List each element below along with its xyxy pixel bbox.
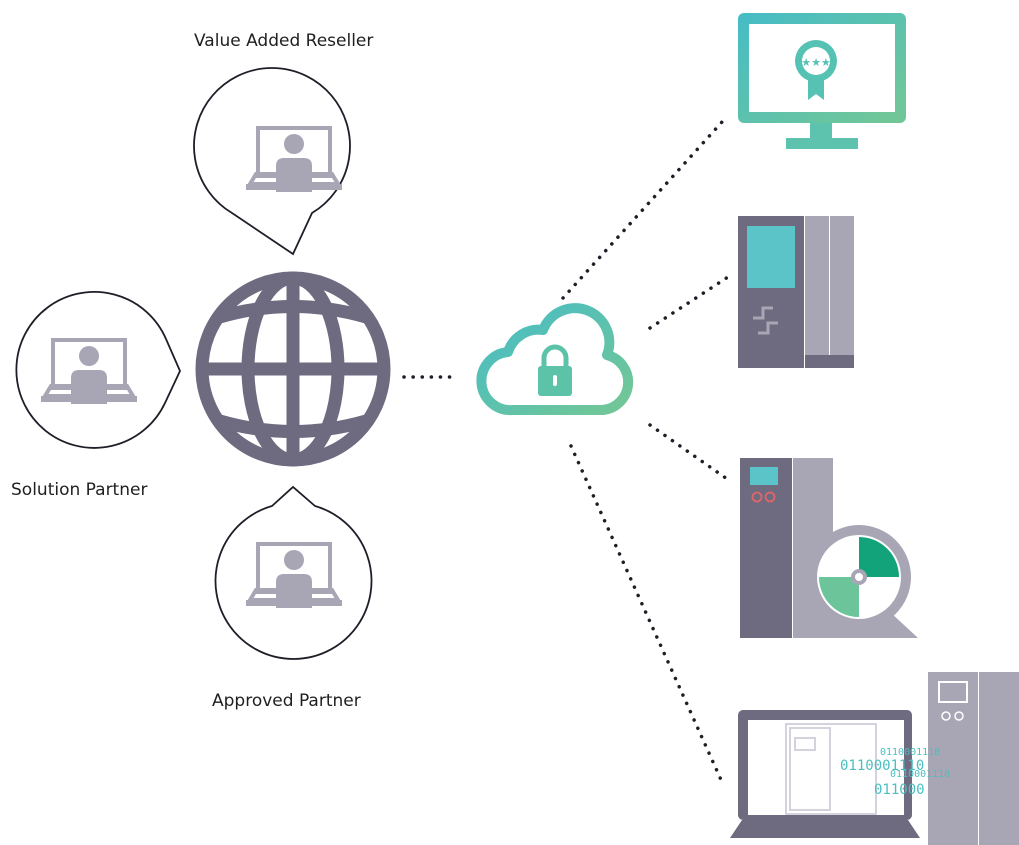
bubble-value-added-reseller — [193, 67, 351, 256]
bubble-approved-partner — [214, 485, 373, 660]
globe-icon — [195, 271, 391, 467]
binary-text-3: 0110001110 — [890, 769, 950, 780]
cloud-lock-icon — [476, 303, 634, 416]
laptop-software-icon: 0110001110 0110001110 0110001110 011000 — [730, 672, 1019, 845]
binary-text-4: 011000 — [874, 782, 925, 798]
label-solution-partner: Solution Partner — [11, 480, 148, 500]
controller-icon — [738, 216, 854, 368]
label-value-added-reseller: Value Added Reseller — [194, 31, 374, 51]
connector-lines — [402, 120, 732, 784]
drive-motor-icon — [740, 458, 918, 638]
binary-text-1: 0110001110 — [880, 747, 940, 758]
bubble-solution-partner — [15, 291, 181, 449]
certified-monitor-icon: ★★★ — [738, 13, 906, 149]
svg-text:★★★: ★★★ — [801, 56, 831, 69]
binary-text-2: 0110001110 — [840, 758, 924, 774]
label-approved-partner: Approved Partner — [212, 691, 361, 711]
